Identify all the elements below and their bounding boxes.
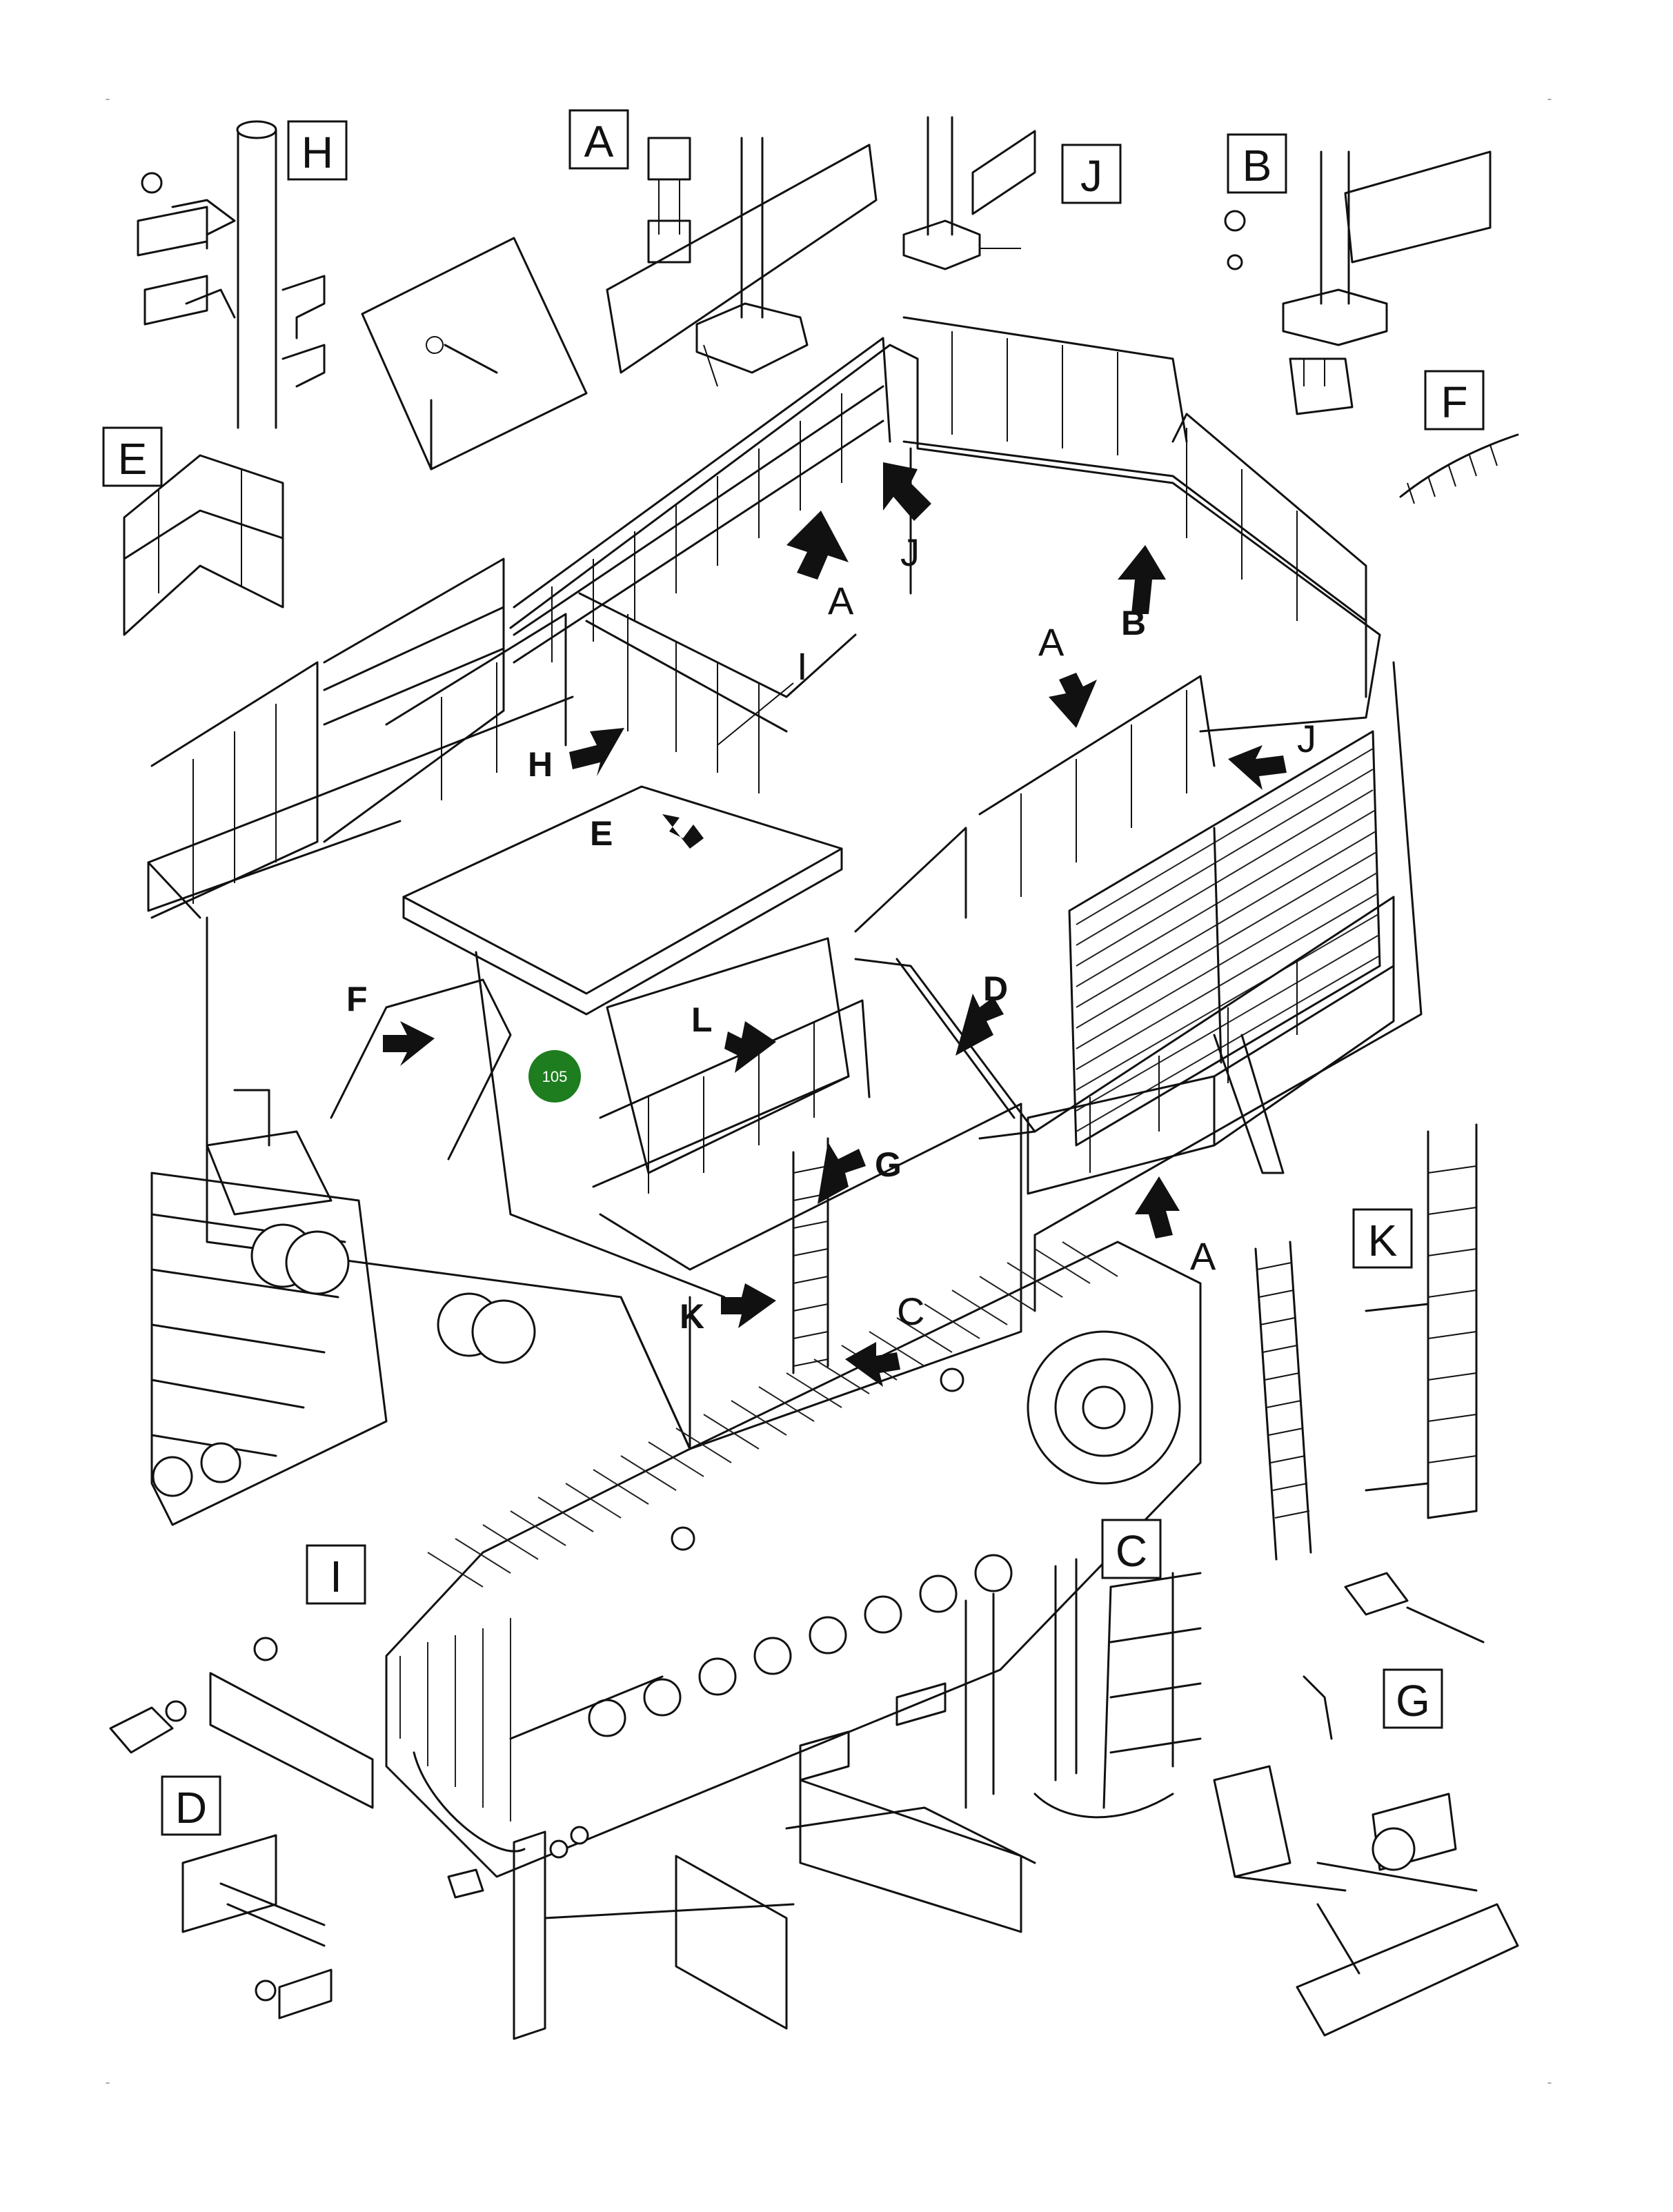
front-crawler-track (385, 1241, 1202, 1878)
arrow-h-left (569, 728, 624, 776)
callout-j-right: J (1297, 717, 1316, 760)
corner-mark-bottom-right: - (1545, 2074, 1554, 2091)
arrow-j-right (1228, 745, 1287, 790)
arrow-g-center (818, 1142, 866, 1204)
arrow-a-top (786, 511, 849, 580)
operator-cab (402, 785, 1022, 1298)
corner-mark-top-left: - (103, 90, 112, 107)
callout-k-center: K (680, 1297, 704, 1336)
detail-bracket-center (447, 1826, 795, 2040)
detail-box-f (1424, 370, 1485, 431)
detail-a: A (568, 109, 878, 387)
detail-box-g (1383, 1668, 1443, 1729)
detail-d: D (161, 1775, 333, 2020)
detail-box-c (1101, 1519, 1162, 1579)
detail-label-f: F (1441, 377, 1467, 427)
rear-crawler-track (150, 1172, 388, 1526)
detail-j: J (902, 116, 1122, 270)
callout-h-left: H (528, 745, 553, 784)
callout-j-top: J (900, 531, 920, 574)
callout-e-roof: E (590, 814, 613, 853)
detail-i: I (109, 1544, 374, 1809)
arrow-a-upper-right (1049, 673, 1097, 728)
arrow-l-center (724, 1021, 776, 1073)
callout-b-right: B (1121, 604, 1146, 642)
callout-l-center: L (691, 1000, 713, 1039)
detail-label-a: A (584, 117, 614, 166)
detail-box-b (1227, 133, 1287, 194)
detail-label-g: G (1396, 1676, 1430, 1726)
callout-i-top: I (797, 644, 808, 688)
arrow-f-left (383, 1021, 435, 1066)
arrow-a-lower-right (1135, 1176, 1180, 1238)
detail-box-k (1352, 1208, 1413, 1269)
detail-e: E (102, 426, 284, 636)
detail-label-c: C (1116, 1526, 1147, 1576)
detail-box-a (568, 109, 629, 170)
upper-house (206, 661, 1423, 1450)
machine-body (147, 316, 1423, 1878)
callout-f-left: F (346, 980, 368, 1018)
detail-box-i (306, 1544, 366, 1605)
detail-g: G (1213, 1668, 1519, 2037)
handrail-system (147, 316, 1395, 1194)
arrow-k-center (721, 1283, 776, 1328)
arrow-e-roof (662, 814, 704, 849)
detail-box-h (287, 120, 348, 181)
detail-b: B (1224, 133, 1492, 415)
arrow-c-center (845, 1342, 900, 1387)
detail-label-d: D (175, 1783, 207, 1833)
callout-g-center: G (875, 1145, 902, 1184)
arrow-d-center (956, 994, 1004, 1056)
badge-circle (528, 1050, 581, 1103)
detail-k: K (1344, 1123, 1485, 1643)
corner-mark-bottom-left: - (103, 2074, 112, 2091)
detail-box-d (161, 1775, 221, 1836)
arrow-b-right (1118, 545, 1166, 614)
loose-ladder (1254, 1241, 1312, 1561)
detail-c: C (785, 1519, 1202, 1933)
corner-mark-top-right: - (1545, 90, 1554, 107)
detail-box-j (1061, 144, 1122, 204)
detail-label-j: J (1080, 151, 1102, 201)
detail-f: F (1399, 370, 1519, 504)
detail-label-b: B (1243, 141, 1272, 190)
callout-a-upper-right: A (1038, 620, 1065, 664)
detail-box-e (102, 426, 163, 487)
boom-foot (206, 978, 536, 1364)
arrow-j-top (883, 462, 931, 521)
callouts: A J B A I J H E F L D G (346, 462, 1316, 1387)
detail-label-k: K (1368, 1216, 1398, 1265)
detail-label-i: I (330, 1552, 342, 1601)
detail-label-h: H (301, 128, 333, 177)
callout-c-center: C (897, 1290, 924, 1333)
detail-label-e: E (118, 434, 148, 484)
callout-d-center: D (983, 969, 1008, 1008)
callout-a-top: A (828, 579, 854, 622)
reference-badge: 105 (528, 1050, 581, 1103)
badge-label: 105 (542, 1068, 568, 1085)
detail-h: H (137, 120, 588, 471)
callout-a-lower-right: A (1190, 1234, 1216, 1278)
